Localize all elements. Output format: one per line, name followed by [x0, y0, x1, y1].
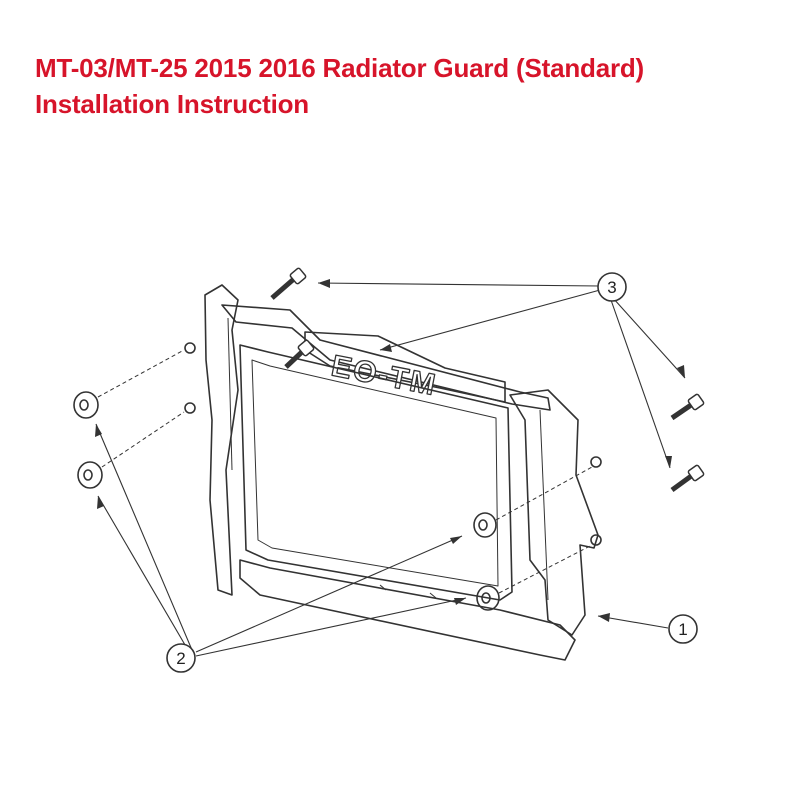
callout-3 [597, 272, 627, 302]
callout-1-number: 1 [678, 620, 687, 639]
grommet [77, 461, 103, 489]
callout-2 [166, 643, 196, 673]
bolt [670, 464, 705, 493]
top-bar [221, 304, 551, 411]
right-bracket [509, 389, 599, 636]
bolt [284, 339, 315, 369]
grommet [473, 512, 497, 538]
callout-3-number: 3 [607, 278, 616, 297]
arrowheads [95, 279, 685, 622]
grommet [73, 391, 99, 419]
inner-frame [239, 344, 513, 601]
leader-lines [95, 282, 686, 657]
bolt [270, 267, 307, 300]
callout-1 [668, 614, 698, 644]
title-block: MT-03/MT-25 2015 2016 Radiator Guard (St… [35, 50, 644, 122]
page-title: MT-03/MT-25 2015 2016 Radiator Guard (St… [35, 53, 645, 83]
grommet [476, 585, 500, 611]
radiator-guard: EO-TM [184, 284, 602, 661]
assembly-lines [97, 349, 593, 594]
lower-lip [239, 559, 576, 661]
callout-2-number: 2 [176, 649, 185, 668]
left-bracket [204, 284, 239, 596]
bolt [670, 393, 705, 421]
logo-plate [304, 331, 506, 403]
page-subtitle: Installation Instruction [35, 89, 309, 119]
